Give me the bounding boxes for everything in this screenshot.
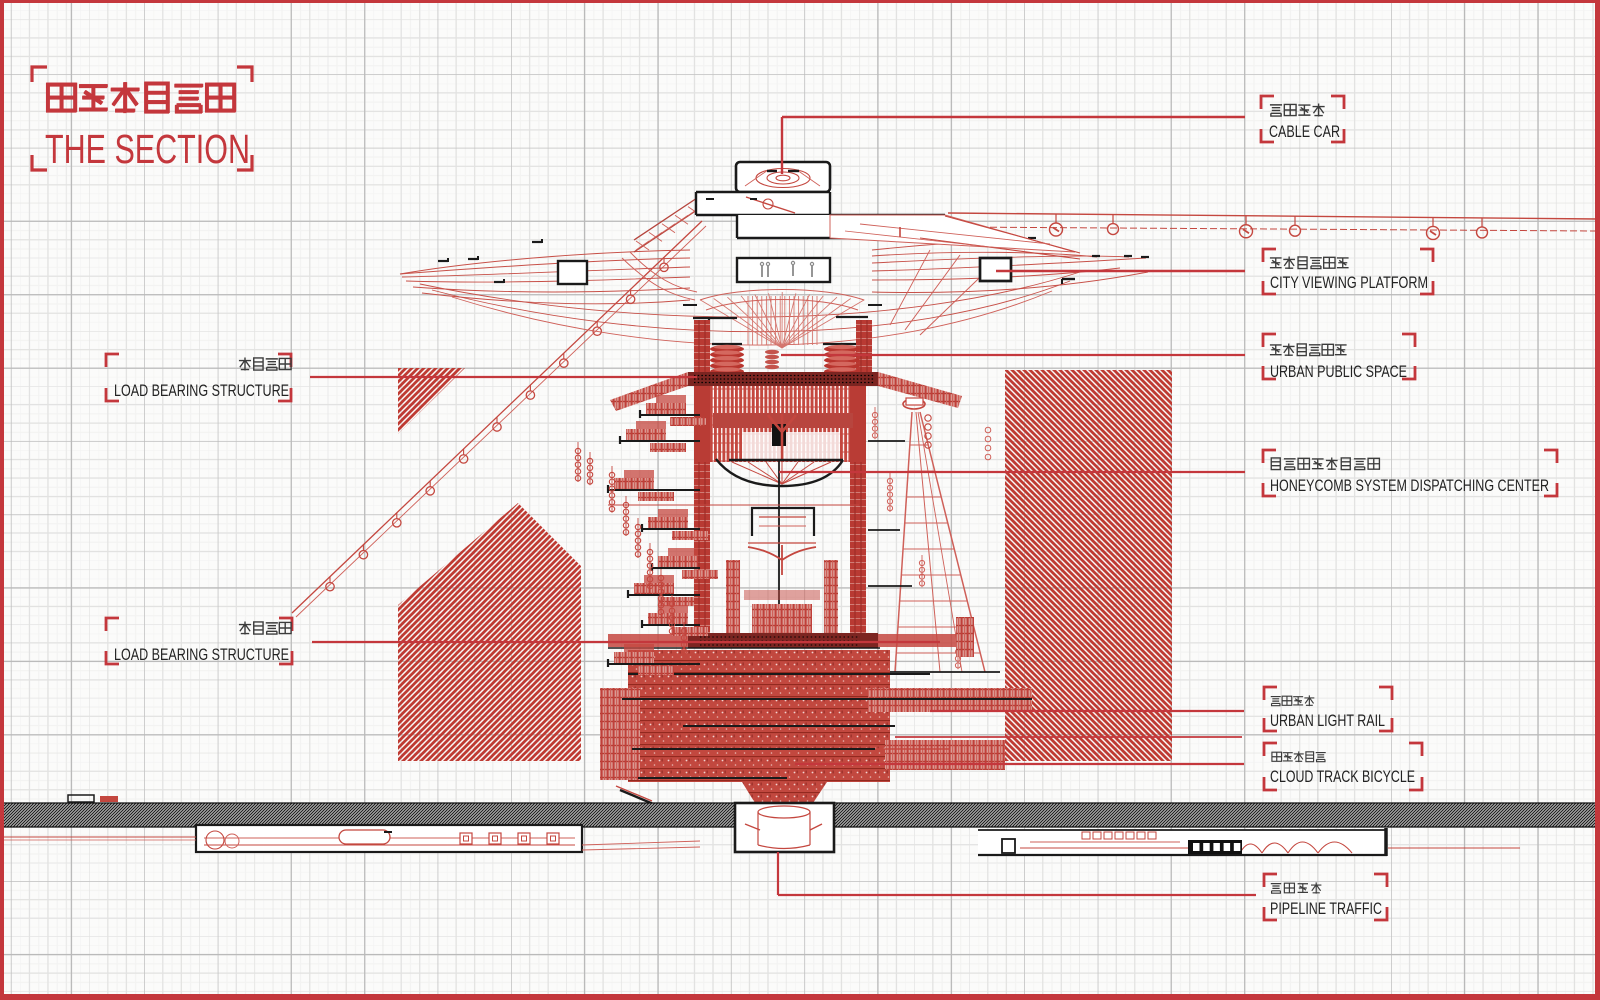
svg-text:URBAN PUBLIC SPACE: URBAN PUBLIC SPACE [1270, 362, 1407, 381]
svg-text:LOAD BEARING STRUCTURE: LOAD BEARING STRUCTURE [114, 381, 289, 400]
svg-text:LOAD BEARING STRUCTURE: LOAD BEARING STRUCTURE [114, 645, 289, 664]
svg-text:CITY VIEWING PLATFORM: CITY VIEWING PLATFORM [1270, 273, 1428, 292]
svg-text:URBAN LIGHT RAIL: URBAN LIGHT RAIL [1270, 711, 1385, 730]
svg-text:PIPELINE TRAFFIC: PIPELINE TRAFFIC [1270, 899, 1382, 918]
svg-text:CLOUD TRACK BICYCLE: CLOUD TRACK BICYCLE [1270, 767, 1415, 786]
svg-text:THE SECTION: THE SECTION [45, 126, 250, 172]
svg-text:HONEYCOMB SYSTEM DISPATCHING C: HONEYCOMB SYSTEM DISPATCHING CENTER [1270, 476, 1549, 495]
svg-text:CABLE CAR: CABLE CAR [1269, 122, 1340, 141]
